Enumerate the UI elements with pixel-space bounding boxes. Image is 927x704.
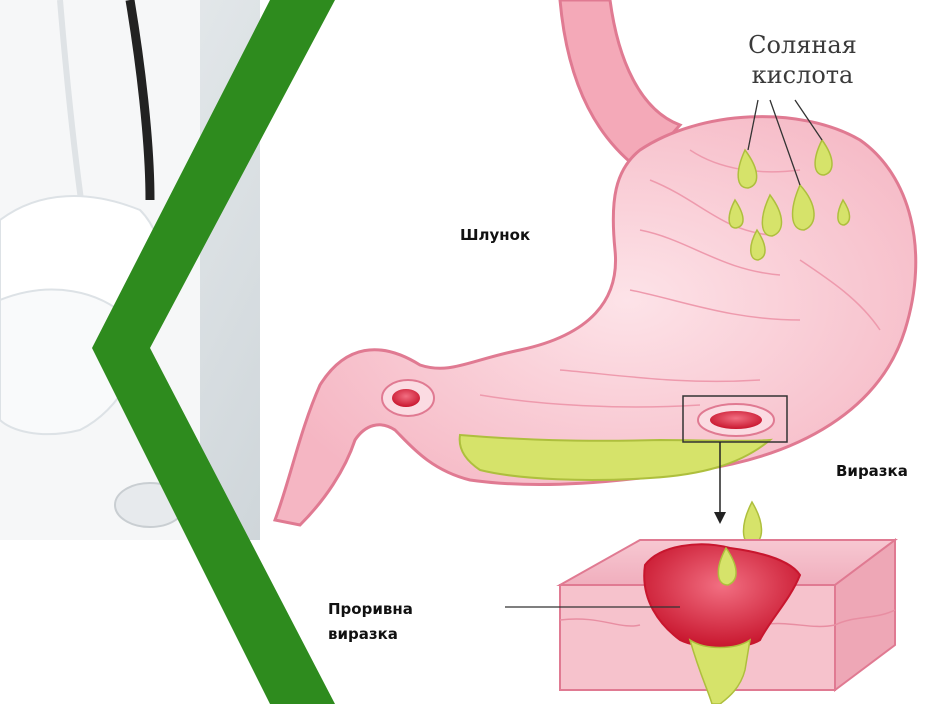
stomach-folds <box>479 149 881 408</box>
perforated-label-line1: Проривна <box>328 600 413 618</box>
perforated-ulcer-crater <box>643 543 802 704</box>
acid-label-line2: кислота <box>751 61 854 89</box>
ulcer-label: Виразка <box>836 462 908 480</box>
perforated-label-line2: виразка <box>328 625 398 643</box>
acid-label-line1: Соляная <box>748 31 857 59</box>
pylorus-ulcer <box>381 379 435 417</box>
acid-label: Соляная кислота <box>735 30 870 90</box>
doctor-photo <box>0 0 260 540</box>
zoom-arrow-head <box>714 512 726 524</box>
stomach-ulcer <box>697 403 775 437</box>
acid-droplets <box>728 138 851 261</box>
stomach-label: Шлунок <box>460 226 531 244</box>
falling-droplet <box>742 500 763 546</box>
perforated-ulcer-label: Проривна виразка <box>328 598 413 645</box>
green-chevron-frame <box>92 0 335 704</box>
acid-pointer-lines <box>747 99 823 186</box>
acid-pool <box>458 433 774 481</box>
ulcer-highlight-box <box>682 395 788 443</box>
